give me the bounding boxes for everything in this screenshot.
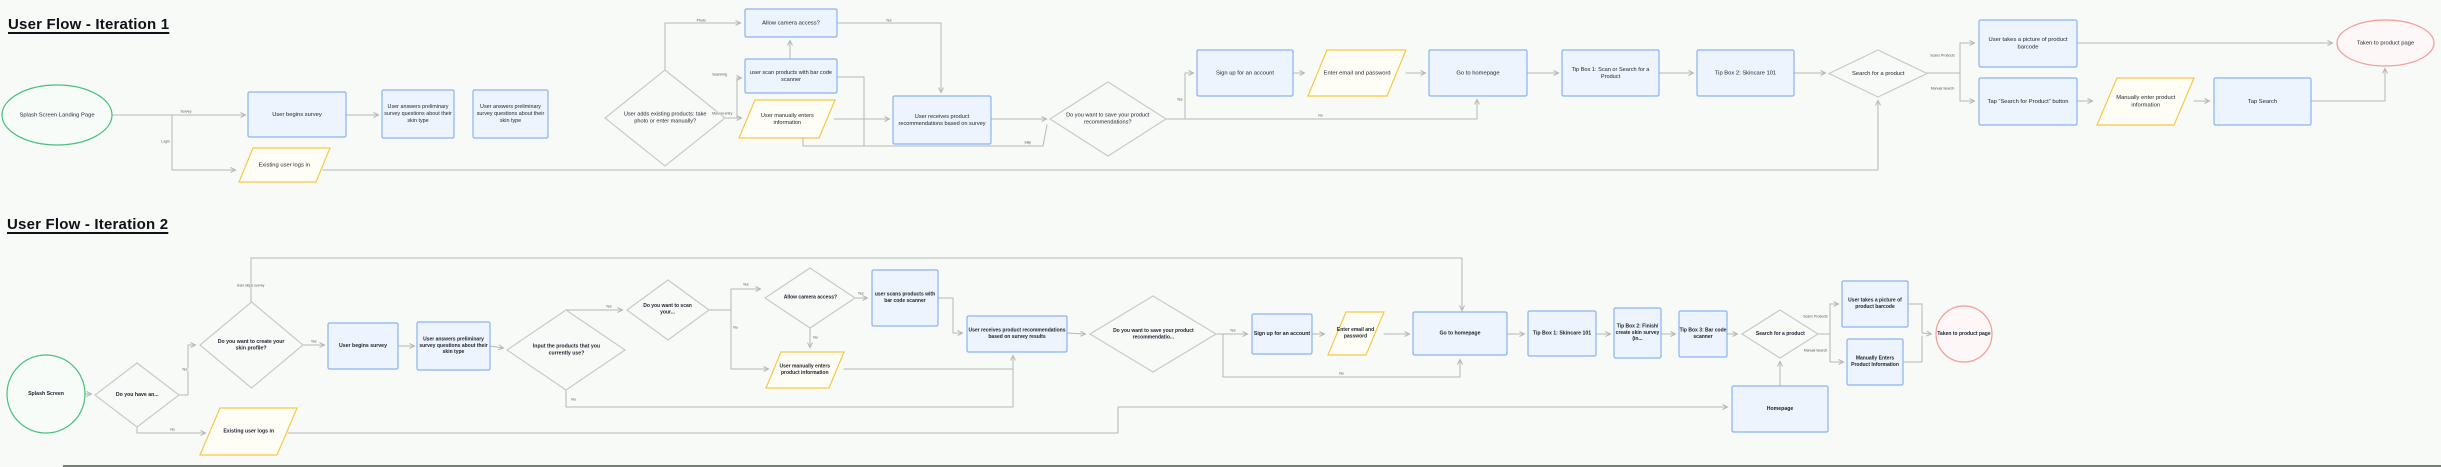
do-you-want-to-scan-node[interactable]	[625, 279, 711, 341]
do-you-want-to-create-node[interactable]	[199, 301, 304, 389]
iteration-1-title: User Flow - Iteration 1	[8, 16, 170, 33]
manually-enter-product-information-node[interactable]	[2096, 77, 2195, 126]
flow-connector	[836, 22, 944, 94]
sign-up-for-an-account-node[interactable]	[1196, 49, 1294, 97]
bottom-bar	[63, 465, 2441, 467]
flow-connector	[565, 354, 1016, 408]
manually-enters-product-information-node[interactable]	[1846, 338, 1904, 386]
user-scans-products-with-bar-node[interactable]	[871, 269, 939, 327]
tip-box-2-finish-create-node[interactable]	[1613, 307, 1662, 359]
flow-connector	[178, 342, 197, 396]
iteration-2-title: User Flow - Iteration 2	[7, 216, 169, 233]
flow-connector	[1184, 98, 1480, 120]
splash-screen-landing-page-node[interactable]	[1, 84, 113, 146]
user-begins-survey-node[interactable]	[327, 322, 399, 370]
homepage-node[interactable]	[1731, 385, 1829, 433]
do-you-want-to-save-node[interactable]	[1088, 295, 1218, 373]
flow-connector	[835, 76, 865, 147]
flow-connector	[489, 344, 505, 351]
flow-connector	[171, 114, 237, 173]
user-begins-survey-node[interactable]	[247, 91, 347, 138]
existing-user-logs-in-node[interactable]	[199, 407, 298, 456]
tap-search-node[interactable]	[2213, 77, 2312, 126]
enter-email-and-password-node[interactable]	[1327, 311, 1385, 356]
tip-box-1-scan-or-node[interactable]	[1561, 49, 1660, 97]
do-you-have-an-node[interactable]	[94, 362, 180, 428]
user-answers-preliminary-survey-questions-node[interactable]	[381, 89, 455, 139]
taken-to-product-page-node[interactable]	[2336, 19, 2435, 67]
go-to-homepage-node[interactable]	[1428, 49, 1528, 97]
flow-connector	[287, 404, 1729, 434]
user-receives-product-recommendations-based-node[interactable]	[966, 315, 1068, 353]
flow-connector	[1902, 335, 1923, 363]
splash-screen-node[interactable]	[6, 354, 86, 434]
search-for-a-product-node[interactable]	[1740, 309, 1820, 359]
user-answers-preliminary-survey-questions-node[interactable]	[472, 89, 549, 139]
user-receives-product-recommendations-based-node[interactable]	[892, 95, 992, 145]
flow-connector	[1926, 40, 1976, 74]
go-to-homepage-node[interactable]	[1412, 311, 1508, 356]
flow-connector	[1959, 72, 1976, 104]
flow-connector	[136, 426, 207, 436]
flow-connector	[322, 99, 1881, 171]
flow-connector	[708, 286, 762, 311]
allow-camera-access-node[interactable]	[744, 8, 838, 38]
flow-connector	[1829, 333, 1845, 365]
flow-connector	[1066, 330, 1087, 337]
tap-search-for-product-button-node[interactable]	[1978, 77, 2078, 126]
tip-box-3-bar-code-node[interactable]	[1678, 310, 1728, 358]
enter-email-and-password-node[interactable]	[1307, 49, 1407, 97]
flow-connector	[1165, 70, 1195, 120]
flow-connector	[724, 75, 743, 119]
taken-to-product-page-node[interactable]	[1935, 305, 1993, 363]
tip-box-2-skincare-101-node[interactable]	[1696, 49, 1795, 97]
user-scan-products-with-bar-node[interactable]	[744, 58, 838, 94]
flow-connector	[937, 297, 964, 336]
flow-connector	[1817, 301, 1840, 335]
user-takes-a-picture-of-node[interactable]	[1978, 19, 2078, 68]
existing-user-logs-in-node[interactable]	[238, 147, 331, 183]
input-the-products-that-you-node[interactable]	[505, 309, 627, 391]
tip-box-1-skincare-101-node[interactable]	[1527, 310, 1597, 357]
flow-connector	[1222, 333, 1463, 378]
flow-connector	[730, 309, 770, 372]
allow-camera-access-node[interactable]	[763, 267, 857, 329]
user-takes-a-picture-of-node[interactable]	[1841, 280, 1909, 328]
user-manually-enters-information-node[interactable]	[738, 99, 836, 139]
user-adds-existing-products-take-node[interactable]	[604, 69, 726, 167]
flow-connector	[2310, 67, 2388, 102]
flow-connector	[250, 257, 1465, 312]
sign-up-for-an-account-node[interactable]	[1251, 313, 1313, 355]
do-you-want-to-save-node[interactable]	[1048, 81, 1168, 157]
user-answers-preliminary-survey-questions-node[interactable]	[416, 321, 491, 371]
flow-connector	[802, 124, 1048, 147]
flow-connector	[664, 20, 742, 71]
search-for-a-product-node[interactable]	[1827, 49, 1929, 98]
flow-connector	[1907, 303, 1933, 337]
user-manually-enters-product-information-node[interactable]	[765, 351, 845, 389]
